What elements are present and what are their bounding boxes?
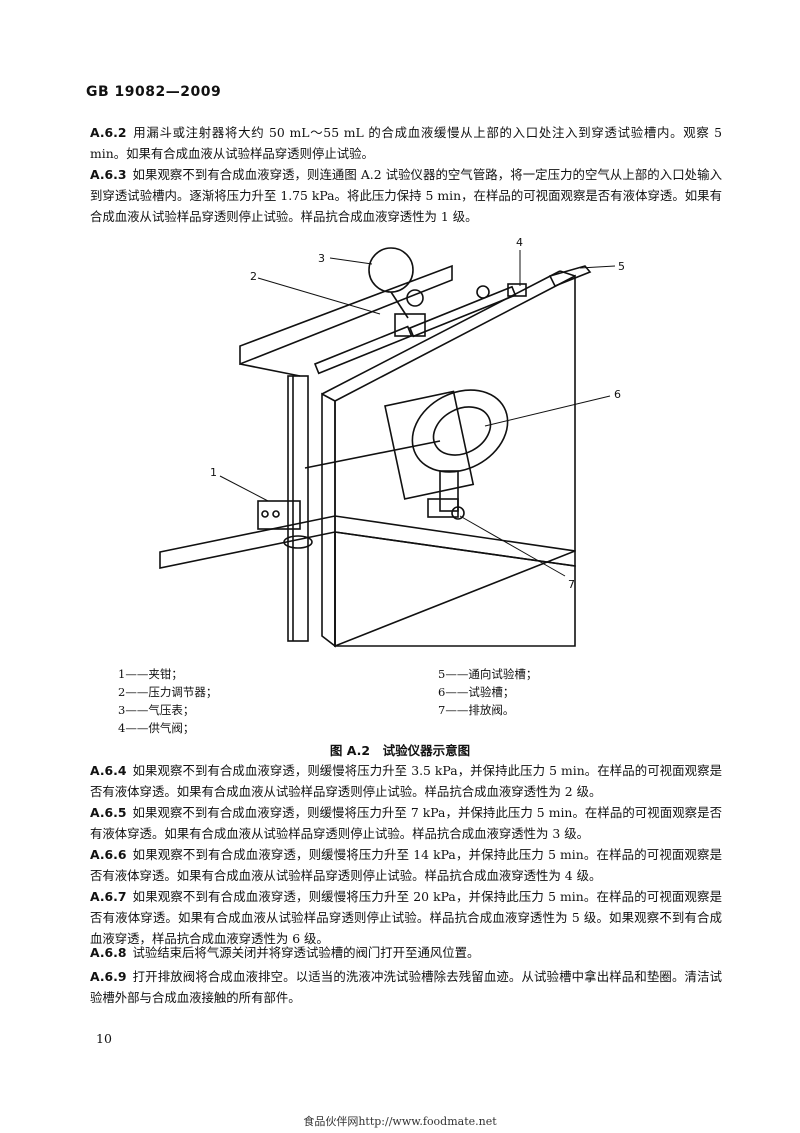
- section-label: A.6.9: [90, 969, 127, 984]
- callout-4: 4: [516, 236, 523, 249]
- section-label: A.6.3: [90, 167, 127, 182]
- section-text: 如果观察不到有合成血液穿透，则缓慢将压力升至 14 kPa，并保持此压力 5 m…: [90, 847, 722, 883]
- legend-item: 7——排放阀。: [438, 703, 515, 717]
- callout-1: 1: [210, 466, 217, 479]
- section-text: 打开排放阀将合成血液排空。以适当的洗液冲洗试验槽除去残留血迹。从试验槽中拿出样品…: [90, 969, 722, 1005]
- section-text: 如果观察不到有合成血液穿透，则缓慢将压力升至 7 kPa，并保持此压力 5 mi…: [90, 805, 722, 841]
- legend-item: 3——气压表；: [118, 703, 195, 717]
- section-label: A.6.8: [90, 945, 127, 960]
- page-number: 10: [96, 1031, 112, 1046]
- pressure-gauge: [368, 247, 414, 293]
- drain-valve-body: [439, 470, 459, 512]
- callout-7: 7: [568, 578, 575, 591]
- top-rail: [239, 264, 453, 366]
- pressure-regulator: [394, 313, 426, 337]
- legend-right: 5——通向试验槽； 6——试验槽； 7——排放阀。: [438, 665, 537, 719]
- figure-caption: 图 A.2 试验仪器示意图: [329, 743, 471, 758]
- test-cell: [411, 389, 509, 473]
- apparatus-diagram: 2 3 4 5 6 1 7: [159, 236, 625, 648]
- section-label: A.6.6: [90, 847, 127, 862]
- clamp: [257, 500, 301, 530]
- base-frame-side: [334, 531, 576, 647]
- front-panel: [334, 274, 576, 648]
- section-a-6-8: A.6.8 试验结束后将气源关闭并将穿透试验槽的阀门打开至通风位置。: [90, 942, 722, 963]
- legend-left: 1——夹钳； 2——压力调节器； 3——气压表； 4——供气阀；: [118, 665, 217, 737]
- legend-item: 2——压力调节器；: [118, 685, 218, 699]
- base-frame: [159, 515, 576, 569]
- callout-6: 6: [614, 388, 621, 401]
- test-cell-plate: [384, 390, 475, 500]
- section-text: 如果观察不到有合成血液穿透，则缓慢将压力升至 20 kPa，并保持此压力 5 m…: [90, 889, 722, 946]
- outlet-arm: [548, 265, 592, 288]
- section-label: A.6.4: [90, 763, 127, 778]
- section-text: 如果观察不到有合成血液穿透，则连通图 A.2 试验仪器的空气管路，将一定压力的空…: [90, 167, 722, 224]
- section-label: A.6.2: [90, 125, 127, 140]
- legend-item: 4——供气阀；: [118, 721, 195, 735]
- section-text: 试验结束后将气源关闭并将穿透试验槽的阀门打开至通风位置。: [132, 945, 480, 960]
- left-post: [287, 375, 309, 642]
- callout-5: 5: [618, 260, 625, 273]
- legend-item: 5——通向试验槽；: [438, 667, 538, 681]
- callout-2: 2: [250, 270, 257, 283]
- air-pipe: [313, 325, 413, 375]
- standard-number: GB 19082—2009: [86, 84, 222, 100]
- callout-3: 3: [318, 252, 325, 265]
- section-text: 用漏斗或注射器将大约 50 mL～55 mL 的合成血液缓慢从上部的入口处注入到…: [90, 125, 722, 161]
- legend-item: 1——夹钳；: [118, 667, 183, 681]
- supply-valve: [507, 283, 527, 297]
- section-label: A.6.5: [90, 805, 127, 820]
- section-label: A.6.7: [90, 889, 127, 904]
- section-text: 如果观察不到有合成血液穿透，则缓慢将压力升至 3.5 kPa，并保持此压力 5 …: [90, 763, 722, 799]
- footer-watermark: 食品伙伴网http://www.foodmate.net: [303, 1115, 497, 1128]
- legend-item: 6——试验槽；: [438, 685, 515, 699]
